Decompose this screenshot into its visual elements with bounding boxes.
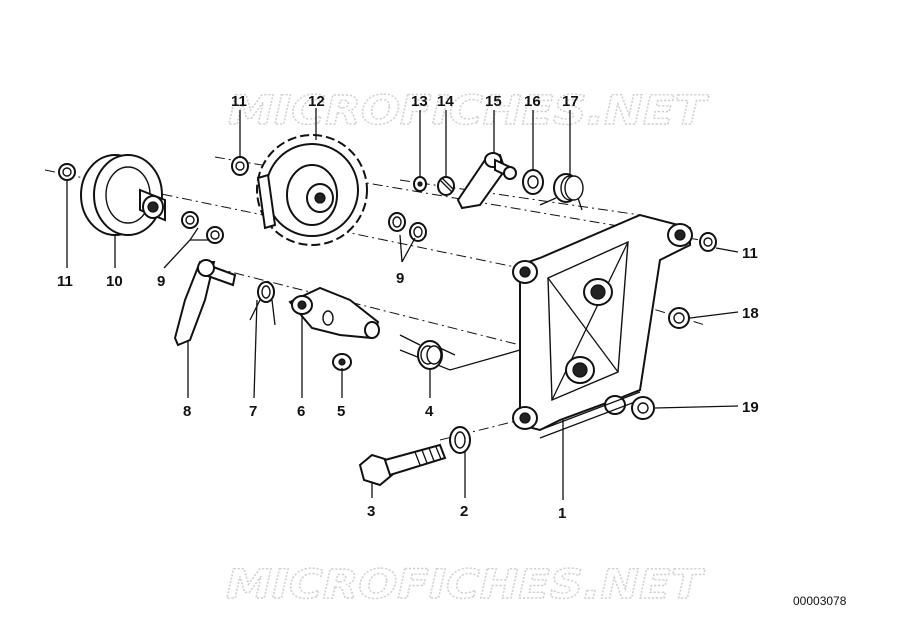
part-19-washer bbox=[631, 396, 655, 420]
callout-17: 17 bbox=[562, 93, 579, 110]
part-9-washers-left bbox=[181, 211, 224, 244]
callout-6: 6 bbox=[297, 403, 305, 420]
part-9-washers-right bbox=[388, 212, 427, 242]
part-3-bolt bbox=[358, 443, 447, 487]
part-16-washer bbox=[522, 169, 544, 195]
part-11-circlip-left bbox=[58, 163, 76, 181]
callout-15: 15 bbox=[485, 93, 502, 110]
part-6-shift-lever bbox=[288, 286, 380, 340]
callout-8: 8 bbox=[183, 403, 191, 420]
part-1-bracket-housing bbox=[512, 213, 693, 439]
callout-4: 4 bbox=[425, 403, 434, 420]
callout-11-top: 11 bbox=[231, 93, 247, 110]
part-13-nut bbox=[413, 176, 427, 192]
callout-9-left: 9 bbox=[157, 273, 165, 290]
part-18-washer bbox=[668, 307, 690, 329]
callout-3: 3 bbox=[367, 503, 375, 520]
watermark-top: MICROFICHES.NET bbox=[228, 88, 709, 134]
callout-10: 10 bbox=[106, 273, 123, 290]
part-15-pawl-lever bbox=[456, 152, 517, 210]
part-5-washer bbox=[332, 353, 352, 371]
callout-18: 18 bbox=[742, 305, 759, 322]
part-4-spring bbox=[399, 334, 456, 370]
callout-19: 19 bbox=[742, 399, 759, 416]
callout-7: 7 bbox=[249, 403, 257, 420]
callout-13: 13 bbox=[411, 93, 428, 110]
part-11-circlip-top bbox=[231, 156, 249, 176]
part-7-torsion-spring bbox=[249, 281, 276, 326]
part-8-lever-shaft bbox=[173, 259, 237, 347]
callout-14: 14 bbox=[437, 93, 454, 110]
part-14-roller bbox=[437, 176, 455, 196]
part-10-ratchet-wheel bbox=[80, 154, 166, 236]
part-17-spring bbox=[539, 173, 584, 211]
part-2-snap-ring bbox=[449, 426, 471, 454]
leader-lines bbox=[66, 108, 739, 500]
document-number: 00003078 bbox=[793, 594, 847, 608]
callout-12: 12 bbox=[308, 93, 325, 110]
part-12-sprocket bbox=[256, 134, 368, 246]
watermark-bottom: MICROFICHES.NET bbox=[226, 562, 705, 608]
callout-2: 2 bbox=[460, 503, 468, 520]
callout-5: 5 bbox=[337, 403, 345, 420]
callout-11-left: 11 bbox=[57, 273, 73, 290]
callout-11-right: 11 bbox=[742, 245, 758, 262]
callout-9-right: 9 bbox=[396, 270, 404, 287]
part-11-circlip-right bbox=[699, 232, 717, 252]
callout-16: 16 bbox=[524, 93, 541, 110]
callout-1: 1 bbox=[558, 505, 566, 522]
